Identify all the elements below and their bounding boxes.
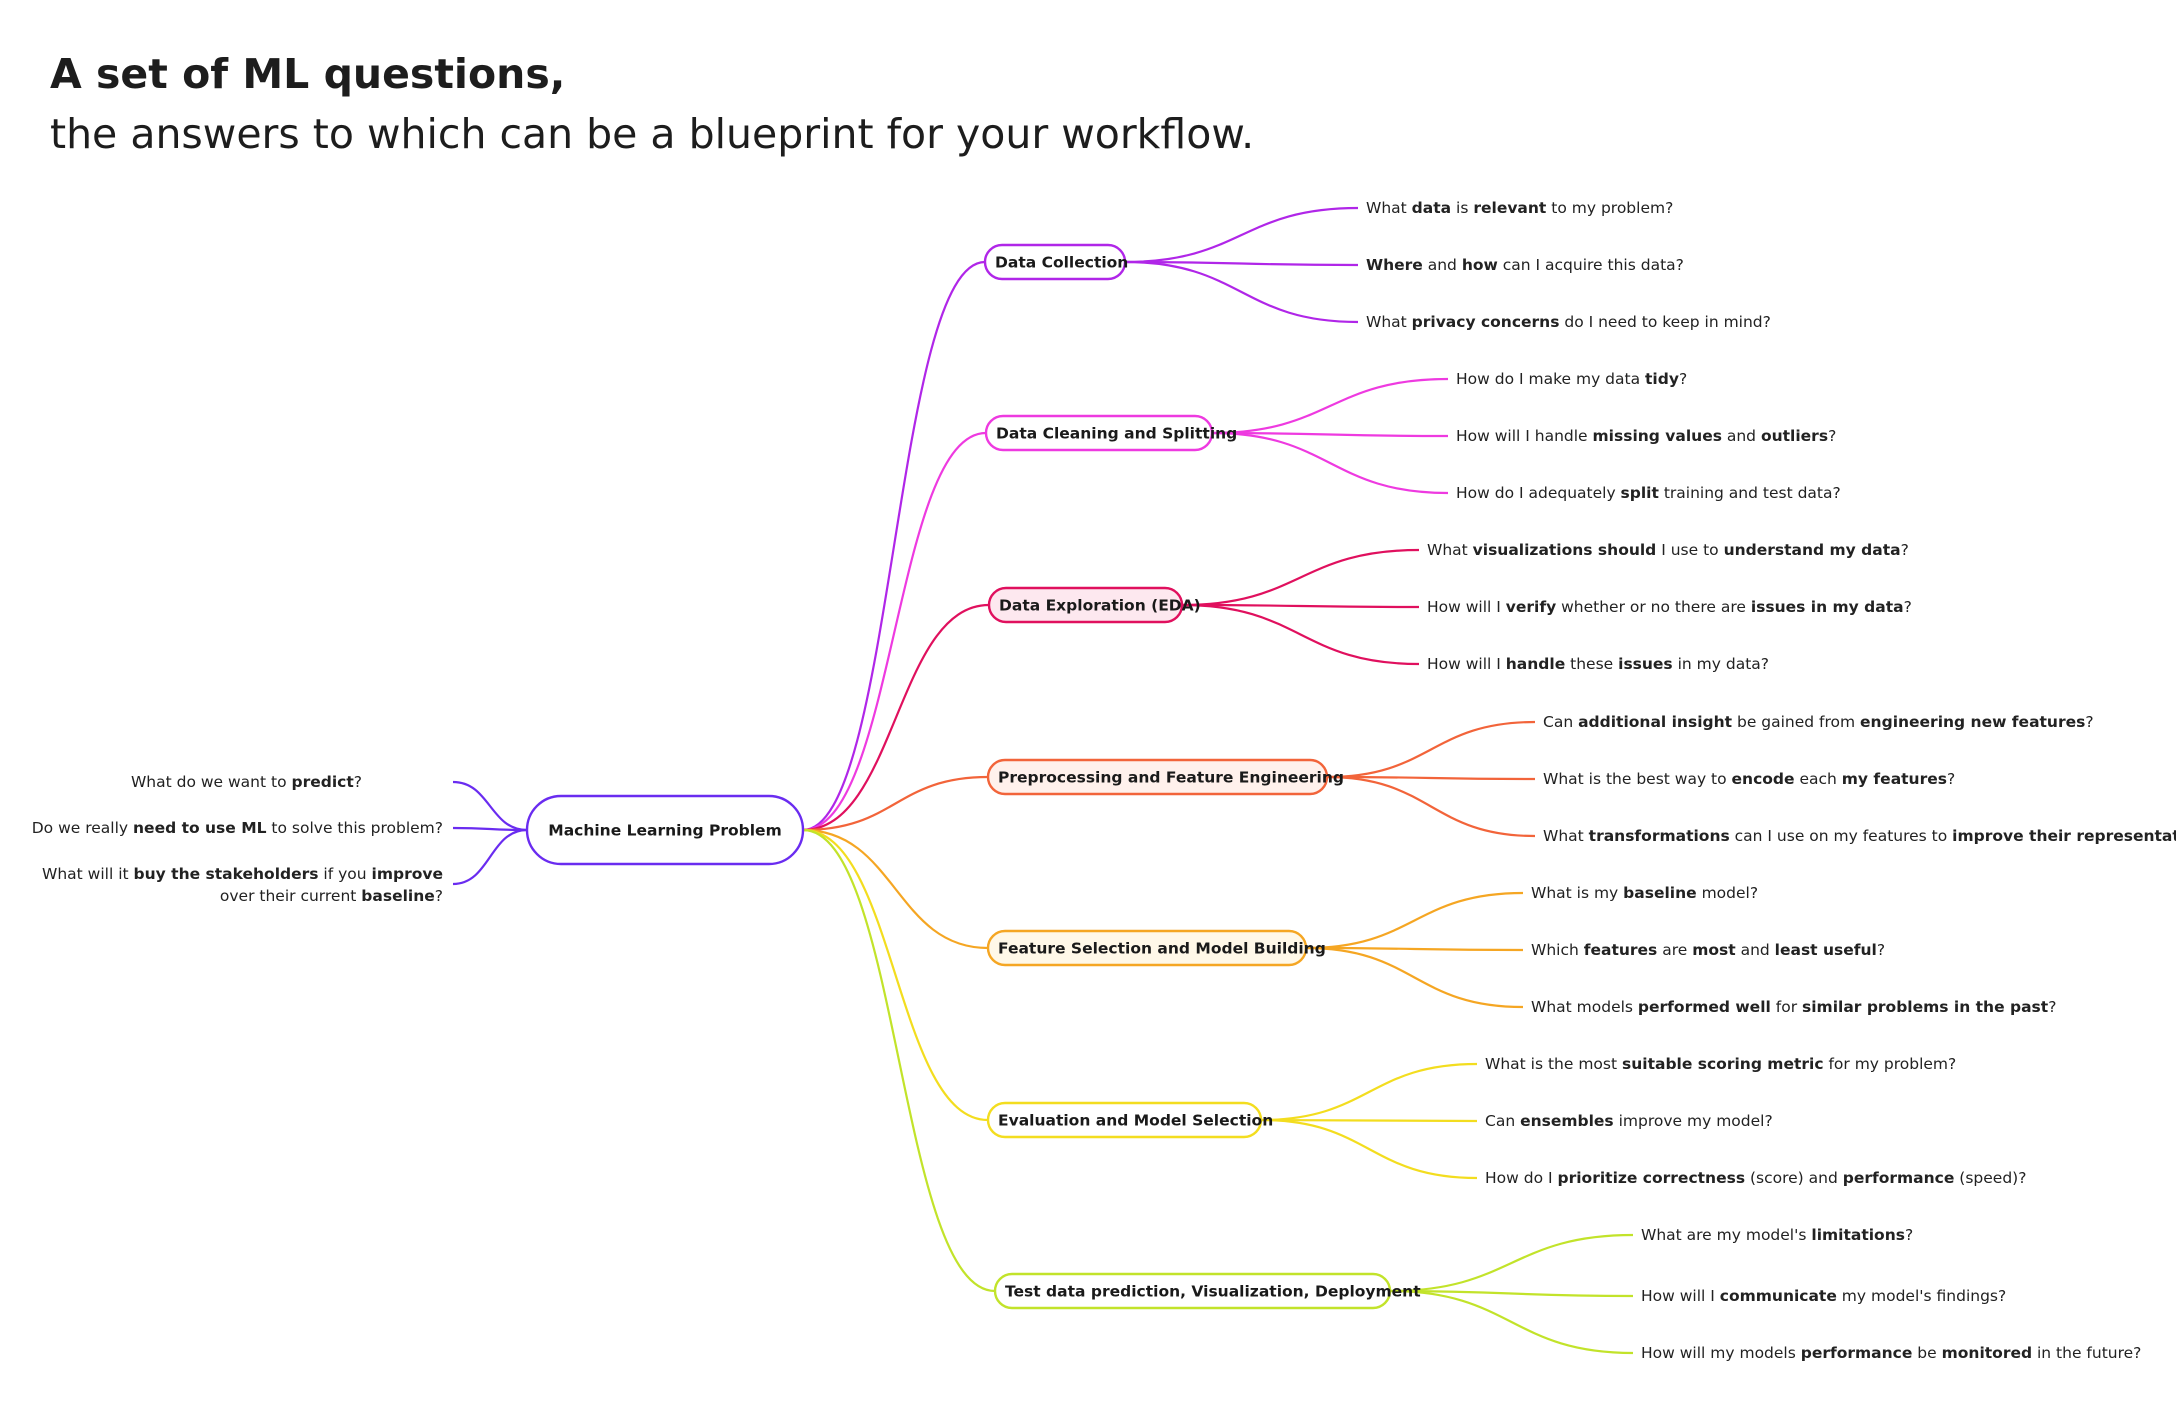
branch-connector-test-data-prediction-visualization-deployment	[802, 828, 996, 1293]
root-question-connector	[452, 780, 528, 832]
question-label: Where and how can I acquire this data?	[1366, 256, 1684, 274]
branch-node-feature-selection-and-model-building	[986, 929, 1308, 967]
question-connector	[1305, 891, 1524, 950]
question-connector	[1211, 377, 1449, 435]
question-label: How do I adequately split training and t…	[1456, 484, 1841, 502]
question-label: Can additional insight be gained from en…	[1543, 713, 2094, 731]
question-connector	[1124, 260, 1359, 324]
question-connector	[1260, 1118, 1478, 1180]
question-label: What is the best way to encode each my f…	[1543, 770, 1955, 788]
question-label: Can ensembles improve my model?	[1485, 1112, 1773, 1130]
question-connector	[1124, 206, 1359, 264]
connector-lines	[452, 206, 1634, 1355]
question-label: What is my baseline model?	[1531, 884, 1758, 902]
branch-node-label: Test data prediction, Visualization, Dep…	[1005, 1283, 1421, 1301]
question-connector	[1260, 1062, 1478, 1122]
root-question-label: over their current baseline?	[220, 887, 443, 905]
question-label: What data is relevant to my problem?	[1366, 199, 1673, 217]
root-question-label: What do we want to predict?	[131, 773, 362, 791]
branch-node-label: Data Cleaning and Splitting	[996, 425, 1237, 443]
question-connector	[1211, 431, 1449, 438]
question-connector	[1211, 431, 1449, 495]
branch-node-data-exploration-eda	[987, 586, 1184, 624]
question-labels: What do we want to predict? Do we really …	[32, 199, 2176, 1362]
title-subheading: the answers to which can be a blueprint …	[50, 110, 1255, 158]
question-connector	[1260, 1118, 1478, 1123]
question-label: What transformations can I use on my fea…	[1543, 827, 2176, 845]
question-label: How will I verify whether or no there ar…	[1427, 598, 1912, 616]
branch-node-test-data-prediction-visualization-deployment	[993, 1272, 1392, 1310]
question-label: What privacy concerns do I need to keep …	[1366, 313, 1771, 331]
question-label: How will I communicate my model's findin…	[1641, 1287, 2006, 1305]
topic-nodes: Machine Learning Problem Data CollectionD…	[525, 243, 1421, 1310]
branch-node-data-cleaning-and-splitting	[984, 414, 1214, 452]
question-connector	[1326, 775, 1536, 781]
branch-node-label: Feature Selection and Model Building	[998, 940, 1326, 958]
page-title: A set of ML questions, the answers to wh…	[50, 44, 1254, 164]
question-connector	[1305, 946, 1524, 1009]
root-question-label: What will it buy the stakeholders if you…	[42, 865, 443, 883]
branch-connector-data-cleaning-and-splitting	[802, 431, 987, 832]
branch-node-evaluation-and-model-selection	[986, 1101, 1263, 1139]
root-node	[525, 794, 805, 866]
question-connector	[1389, 1289, 1634, 1298]
title-heading: A set of ML questions,	[50, 50, 566, 98]
question-connector	[1181, 603, 1420, 609]
branch-node-preprocessing-and-feature-engineering	[986, 758, 1329, 796]
root-question-connector	[452, 826, 528, 832]
question-label: What is the most suitable scoring metric…	[1485, 1055, 1956, 1073]
question-connector	[1181, 603, 1420, 666]
question-label: How will my models performance be monito…	[1641, 1344, 2141, 1362]
branch-node-label: Data Exploration (EDA)	[999, 597, 1201, 615]
question-label: How will I handle these issues in my dat…	[1427, 655, 1769, 673]
question-connector	[1124, 260, 1359, 267]
root-question-label: Do we really need to use ML to solve thi…	[32, 819, 443, 837]
branch-connector-evaluation-and-model-selection	[802, 828, 989, 1122]
root-node-label: Machine Learning Problem	[548, 822, 781, 840]
branch-node-data-collection	[983, 243, 1127, 281]
branch-connector-data-exploration-eda	[802, 603, 990, 832]
branch-node-label: Preprocessing and Feature Engineering	[998, 769, 1344, 787]
branch-connector-preprocessing-and-feature-engineering	[802, 775, 989, 832]
question-label: How will I handle missing values and out…	[1456, 427, 1836, 445]
question-label: Which features are most and least useful…	[1531, 941, 1885, 959]
branch-connector-feature-selection-and-model-building	[802, 828, 989, 950]
question-connector	[1389, 1289, 1634, 1355]
question-label: How do I make my data tidy?	[1456, 370, 1687, 388]
branch-node-label: Evaluation and Model Selection	[998, 1112, 1273, 1130]
branch-node-label: Data Collection	[995, 254, 1128, 272]
question-connector	[1326, 720, 1536, 779]
question-label: What are my model's limitations?	[1641, 1226, 1913, 1244]
question-connector	[1326, 775, 1536, 838]
root-question-connector	[452, 828, 528, 886]
question-connector	[1181, 548, 1420, 607]
question-label: How do I prioritize correctness (score) …	[1485, 1169, 2026, 1187]
question-label: What visualizations should I use to unde…	[1427, 541, 1909, 559]
question-connector	[1305, 946, 1524, 952]
question-label: What models performed well for similar p…	[1531, 998, 2056, 1016]
branch-connector-data-collection	[802, 260, 986, 832]
question-connector	[1389, 1233, 1634, 1293]
